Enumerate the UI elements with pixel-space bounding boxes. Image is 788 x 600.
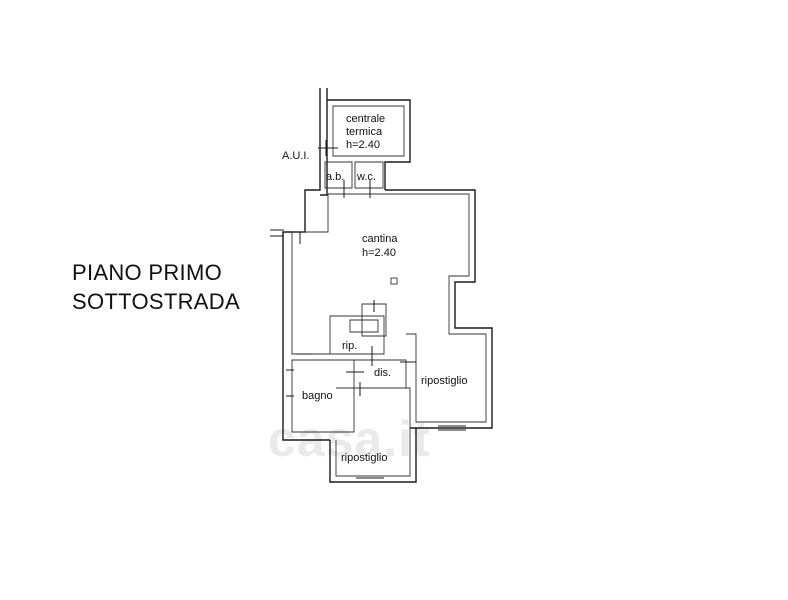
label-bagno: bagno xyxy=(302,390,333,402)
label-wc: w.c. xyxy=(356,171,376,183)
floor-title-line2: SOTTOSTRADA xyxy=(72,289,240,314)
floor-title: PIANO PRIMO SOTTOSTRADA xyxy=(72,258,240,316)
outer-walls xyxy=(282,88,493,483)
label-centrale-line2: termica xyxy=(346,126,383,138)
floor-title-line1: PIANO PRIMO xyxy=(72,260,222,285)
label-aui: A.U.I. xyxy=(282,150,310,162)
label-ripostiglio-bottom: ripostiglio xyxy=(341,452,387,464)
label-centrale-height: h=2.40 xyxy=(346,139,380,151)
door-markers xyxy=(270,140,466,483)
label-ripostiglio-right: ripostiglio xyxy=(421,375,467,387)
label-dis: dis. xyxy=(374,367,391,379)
label-cantina-height: h=2.40 xyxy=(362,247,396,259)
pillar-marker xyxy=(390,277,398,285)
label-ab: a.b. xyxy=(326,171,344,183)
room-labels: centrale termica h=2.40 A.U.I. a.b. w.c.… xyxy=(282,113,467,464)
watermark: casa.it xyxy=(268,411,431,467)
label-centrale-line1: centrale xyxy=(346,113,385,125)
label-cantina: cantina xyxy=(362,233,398,245)
label-rip: rip. xyxy=(342,340,357,352)
